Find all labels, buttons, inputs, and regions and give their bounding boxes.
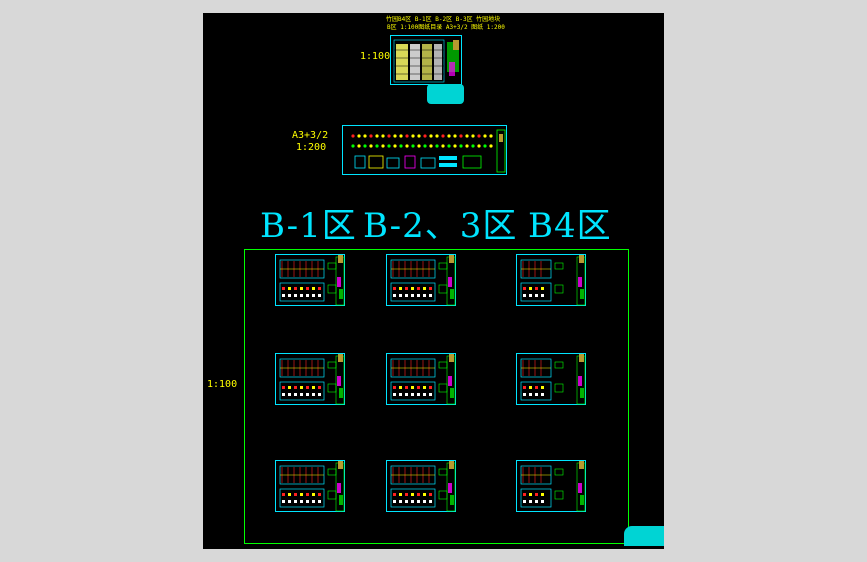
zone-sheet-b4-2[interactable] [516,353,586,405]
zone-sheet-drawing [279,255,345,306]
zone-sheet-drawing [390,461,456,512]
zone-sheet-b2-b3-2[interactable] [386,353,456,405]
zone-title-b1: B-1区 [260,206,357,246]
zones-stamp [624,526,664,546]
top-sheet-frame[interactable] [390,35,462,85]
zone-sheet-drawing [279,461,345,512]
zone-sheet-b2-b3-1[interactable] [386,254,456,306]
middle-sheet-scale-label: 1:200 [296,142,327,153]
zone-sheet-b2-b3-3[interactable] [386,460,456,512]
zone-sheet-drawing [520,354,586,405]
top-sheet-stamp [427,84,464,104]
zone-sheet-drawing [390,255,456,306]
middle-sheet-drawing [351,129,506,173]
middle-sheet-size-label: A3+3/2 [292,130,329,141]
zone-sheet-b1-2[interactable] [275,353,345,405]
zone-sheet-drawing [520,461,586,512]
top-sheet-header-line2: B区 1:100图纸目录 A3+3/2 图纸 1:200 [387,24,505,31]
top-sheet-scale-label: 1:100 [360,51,391,62]
top-sheet-drawing [393,39,459,83]
zone-sheet-b4-3[interactable] [516,460,586,512]
zone-sheet-b1-1[interactable] [275,254,345,306]
zone-sheet-b4-1[interactable] [516,254,586,306]
zone-sheet-drawing [390,354,456,405]
zone-sheet-b1-3[interactable] [275,460,345,512]
top-sheet-header-line1: 竹园B4区 B-1区 B-2区 B-3区 竹园地块 [386,16,501,23]
zone-sheet-drawing [520,255,586,306]
zones-scale-label: 1:100 [207,379,238,390]
zone-title-b2-b3: B-2、3区 [363,206,518,246]
drawing-canvas[interactable]: 竹园B4区 B-1区 B-2区 B-3区 竹园地块 B区 1:100图纸目录 A… [203,13,664,549]
middle-sheet-frame[interactable] [342,125,507,175]
zone-sheet-drawing [279,354,345,405]
zones-frame[interactable] [244,249,629,544]
zone-title-b4: B4区 [528,206,612,246]
